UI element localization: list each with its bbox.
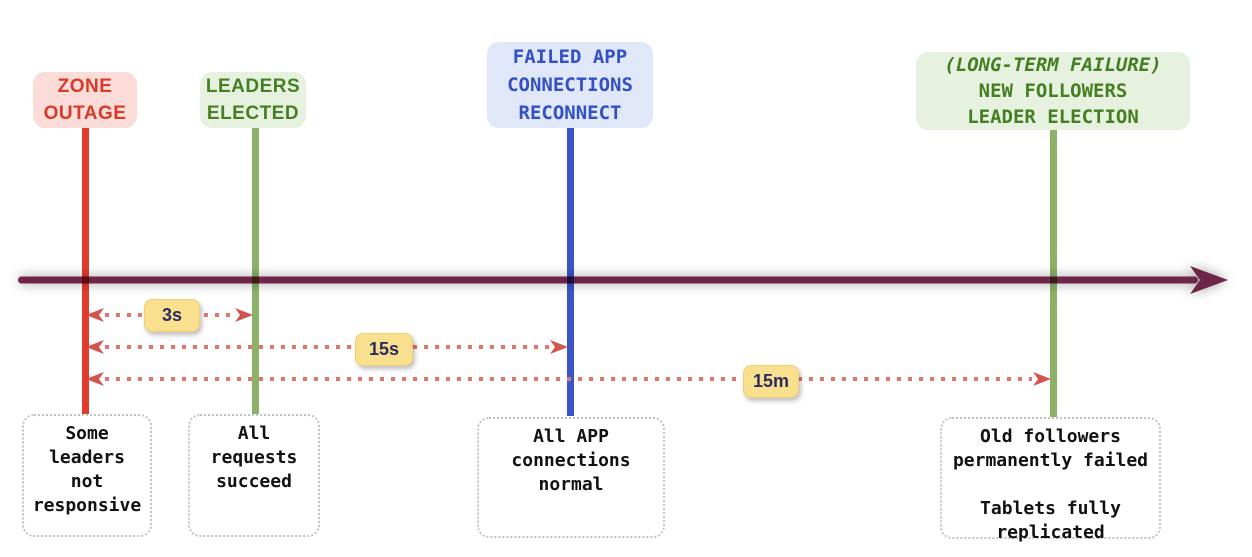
arrowhead-right-icon [550, 340, 568, 354]
arrowhead-left-icon [86, 308, 104, 322]
timeline-arrowhead-icon [1190, 266, 1228, 294]
duration-arrow-15m [86, 371, 1051, 387]
duration-badge-15s: 15s [355, 333, 413, 366]
event-line-zone-outage [82, 128, 89, 414]
event-line-leaders-elected [252, 128, 259, 414]
note-zone-outage: Some leaders not responsive [22, 414, 152, 537]
duration-arrow-15s [86, 339, 568, 355]
arrowhead-left-icon [86, 340, 104, 354]
arrowhead-left-icon [86, 372, 104, 386]
event-label-zone-outage: ZONE OUTAGE [33, 72, 137, 128]
dotted-line [105, 377, 1032, 381]
event-label-long-term: (LONG-TERM FAILURE) NEW FOLLOWERS LEADER… [916, 52, 1190, 130]
dotted-line [105, 345, 549, 349]
note-app-reconnect: All APP connections normal [477, 417, 665, 538]
arrowhead-right-icon [235, 308, 253, 322]
arrowhead-right-icon [1033, 372, 1051, 386]
note-long-term: Old followers permanently failed Tablets… [940, 417, 1161, 543]
timeline-shaft [18, 276, 1198, 284]
duration-badge-15m: 15m [743, 365, 799, 398]
long-term-failure-subtitle: (LONG-TERM FAILURE) [944, 54, 1162, 76]
event-line-long-term [1050, 130, 1057, 417]
note-leaders-elected: All requests succeed [188, 414, 320, 537]
event-line-app-reconnect [567, 128, 574, 416]
duration-badge-3s: 3s [144, 299, 200, 332]
event-label-app-reconnect: FAILED APP CONNECTIONS RECONNECT [487, 42, 653, 128]
long-term-failure-title: NEW FOLLOWERS LEADER ELECTION [967, 80, 1139, 128]
timeline-arrow [18, 266, 1228, 294]
event-label-leaders-elected: LEADERS ELECTED [200, 72, 306, 128]
